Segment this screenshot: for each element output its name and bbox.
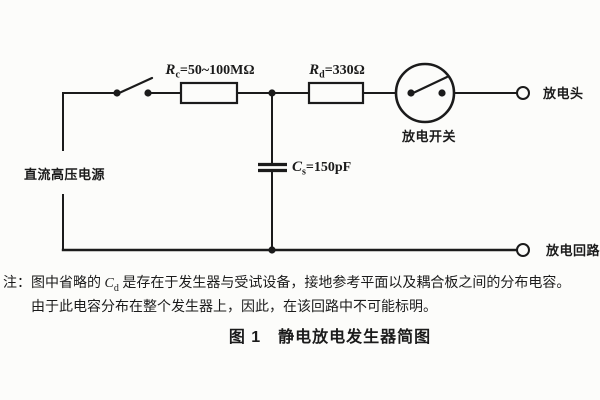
charge-switch-lever [115, 76, 154, 96]
note-suffix: 是存在于发生器与受试设备，接地参考平面以及耦合板之间的分布电容。 [118, 276, 571, 291]
note-prefix: 注：图中省略的 [3, 276, 105, 291]
discharge-tip-terminal [516, 86, 530, 100]
discharge-return-terminal [516, 243, 530, 257]
junction-dot-bottom [268, 246, 276, 254]
charge-resistor-label: Rc=50~100MΩ [164, 62, 254, 81]
discharge-resistor-label: Rd=330Ω [308, 62, 365, 81]
discharge-switch-label: 放电开关 [401, 129, 456, 144]
figure-note-line2: 由于此电容分布在整个发生器上，因此，在该回路中不可能标明。 [31, 300, 437, 315]
discharge-resistor-symbol [307, 81, 365, 105]
storage-capacitor-label: Cs=150pF [292, 159, 351, 178]
discharge-tip-label: 放电头 [542, 86, 584, 101]
charge-switch-symbol [113, 76, 154, 97]
note-capacitor-subscript: d [113, 282, 119, 294]
charge-resistor-symbol [179, 81, 239, 105]
discharge-return-label: 放电回路 [545, 243, 600, 258]
discharge-switch-contact-right [438, 89, 446, 97]
note-capacitor-symbol: C [104, 276, 114, 291]
figure-caption: 图 1 静电放电发生器简图 [228, 329, 432, 346]
discharge-switch-lever [409, 75, 449, 96]
dc-supply-label: 直流高压电源 [24, 167, 105, 182]
storage-capacitor-symbol [258, 92, 287, 251]
discharge-switch-symbol [394, 62, 456, 124]
figure-note-line1: 注：图中省略的 Cd 是存在于发生器与受试设备，接地参考平面以及耦合板之间的分布… [3, 275, 570, 297]
